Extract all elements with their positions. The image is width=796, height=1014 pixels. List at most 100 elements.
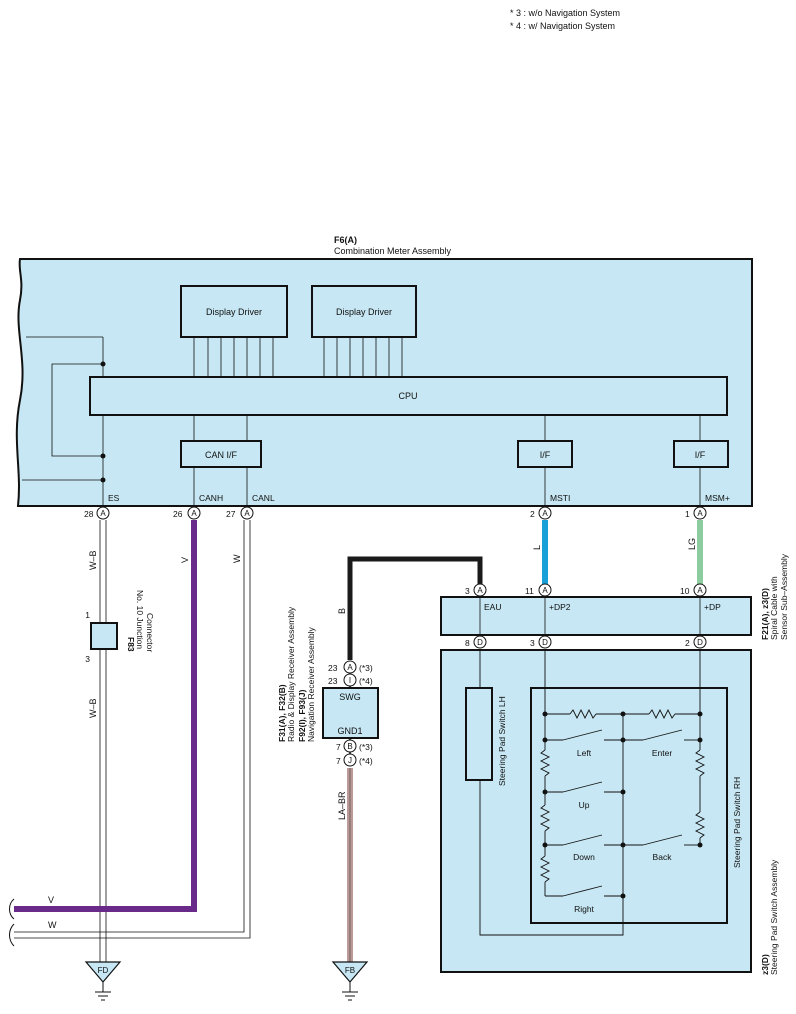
spiral-pins: 3 A 11 A 10 A 8 D 3 D 2 D: [465, 583, 707, 649]
svg-text:10: 10: [680, 586, 690, 596]
wire-label-gnd1: LA–BR: [337, 791, 347, 820]
terminal-msm: MSM+: [705, 493, 730, 503]
svg-text:8: 8: [465, 638, 470, 648]
junction-dot: [100, 477, 106, 483]
display-driver-1: [180, 285, 288, 338]
svg-text:(*3): (*3): [359, 742, 373, 752]
pin-num: 27: [226, 509, 236, 519]
wire-canh-v: [14, 520, 197, 912]
driver-bus-lines: [193, 337, 403, 377]
svg-text:7: 7: [336, 756, 341, 766]
can-if-label: CAN I/F: [205, 450, 238, 460]
display-driver-2: [311, 285, 417, 338]
wire-label-es: W–B: [88, 550, 98, 570]
junction-pin-top: 1: [85, 610, 90, 620]
radio-gnd1-label: GND1: [337, 726, 362, 736]
terminal-msti: MSTI: [550, 493, 570, 503]
steering-switch-rh-box: [530, 687, 728, 924]
steering-name: Steering Pad Switch Assembly: [769, 859, 779, 975]
spiral-name-1: Spiral Cable with: [769, 576, 779, 640]
svg-text:B: B: [347, 742, 352, 751]
pin-num: 2: [530, 509, 535, 519]
if-box-1: [517, 440, 573, 468]
pin-letter: A: [697, 509, 703, 518]
spiral-terminal-dp2: +DP2: [549, 602, 571, 612]
spiral-code: F21(A), z3(D): [760, 588, 770, 640]
switch-back-label: Back: [653, 852, 673, 862]
svg-text:D: D: [697, 638, 703, 647]
svg-text:7: 7: [336, 742, 341, 752]
bus-break-v: [9, 898, 15, 920]
radio-code-2: F92(I), F93(J): [297, 689, 307, 742]
wire-label-swg: B: [337, 608, 347, 614]
svg-text:D: D: [542, 638, 548, 647]
radio-receiver-box: [322, 687, 379, 739]
switch-up-label: Up: [579, 800, 590, 810]
bus-label-v: V: [48, 895, 54, 905]
svg-text:3: 3: [465, 586, 470, 596]
wire-canl-w: [14, 520, 251, 939]
svg-text:FD: FD: [98, 966, 109, 975]
junction-code: F83: [126, 637, 136, 652]
radio-code-1: F31(A), F32(B): [277, 684, 287, 742]
pin-num: 28: [84, 509, 94, 519]
steering-lh-label: Steering Pad Switch LH: [497, 696, 507, 786]
terminal-canl: CANL: [252, 493, 275, 503]
svg-text:I: I: [349, 676, 351, 685]
radio-pins: 23 A (*3) 23 I (*4) 7 B (*3) 7 J (*4): [328, 660, 373, 767]
meter-code: F6(A): [334, 235, 357, 245]
if-label-2: I/F: [695, 450, 706, 460]
steering-code: z3(D): [760, 954, 770, 975]
svg-text:J: J: [348, 756, 352, 765]
radio-name-2: Navigation Receiver Assembly: [306, 626, 316, 742]
svg-text:23: 23: [328, 676, 338, 686]
bus-break-w: [9, 923, 15, 947]
svg-text:D: D: [477, 638, 483, 647]
spiral-internal-lines: [479, 597, 701, 635]
svg-text:(*4): (*4): [359, 676, 373, 686]
radio-swg-label: SWG: [339, 692, 361, 702]
spiral-name-2: Sensor Sub–Assembly: [779, 553, 789, 640]
ground-fb: FB: [331, 961, 369, 1001]
switch-right-label: Right: [574, 904, 594, 914]
if-label-1: I/F: [540, 450, 551, 460]
wire-label-msm: LG: [687, 538, 697, 550]
junction-name-1: No. 10 Junction: [135, 590, 145, 649]
svg-text:(*4): (*4): [359, 756, 373, 766]
display-driver-1-label: Display Driver: [206, 307, 262, 317]
svg-text:A: A: [477, 586, 483, 595]
cpu-label: CPU: [398, 391, 417, 401]
svg-text:A: A: [347, 663, 353, 672]
svg-text:FB: FB: [345, 966, 355, 975]
junction-connector-box: [90, 622, 118, 650]
pin-letter: A: [542, 509, 548, 518]
svg-text:3: 3: [530, 638, 535, 648]
junction-dot: [100, 453, 106, 459]
wire-label-canl: W: [232, 554, 242, 563]
pin-num: 1: [685, 509, 690, 519]
cpu-box: [89, 376, 728, 416]
spiral-cable-box: [440, 596, 752, 636]
wire-label-canh: V: [180, 557, 190, 563]
switch-down-label: Down: [573, 852, 595, 862]
meter-name: Combination Meter Assembly: [334, 246, 452, 256]
ground-fd: FD: [84, 961, 122, 1001]
meter-internal-wiring: [22, 336, 701, 506]
radio-name-1: Radio & Display Receiver Assembly: [286, 606, 296, 742]
junction-dot: [100, 361, 106, 367]
svg-text:(*3): (*3): [359, 663, 373, 673]
switch-enter-label: Enter: [652, 748, 672, 758]
pin-num: 26: [173, 509, 183, 519]
pin-letter: A: [100, 509, 106, 518]
svg-text:23: 23: [328, 663, 338, 673]
svg-text:A: A: [542, 586, 548, 595]
junction-name-2: Connector: [145, 613, 155, 652]
note-w-o-nav: * 3 : w/o Navigation System: [510, 8, 620, 18]
can-if-box: [180, 440, 262, 468]
spiral-terminal-dp: +DP: [704, 602, 721, 612]
switch-left-label: Left: [577, 748, 592, 758]
display-driver-2-label: Display Driver: [336, 307, 392, 317]
wire-es-wb: [99, 520, 107, 962]
svg-text:11: 11: [525, 586, 534, 596]
bus-label-w: W: [48, 920, 57, 930]
